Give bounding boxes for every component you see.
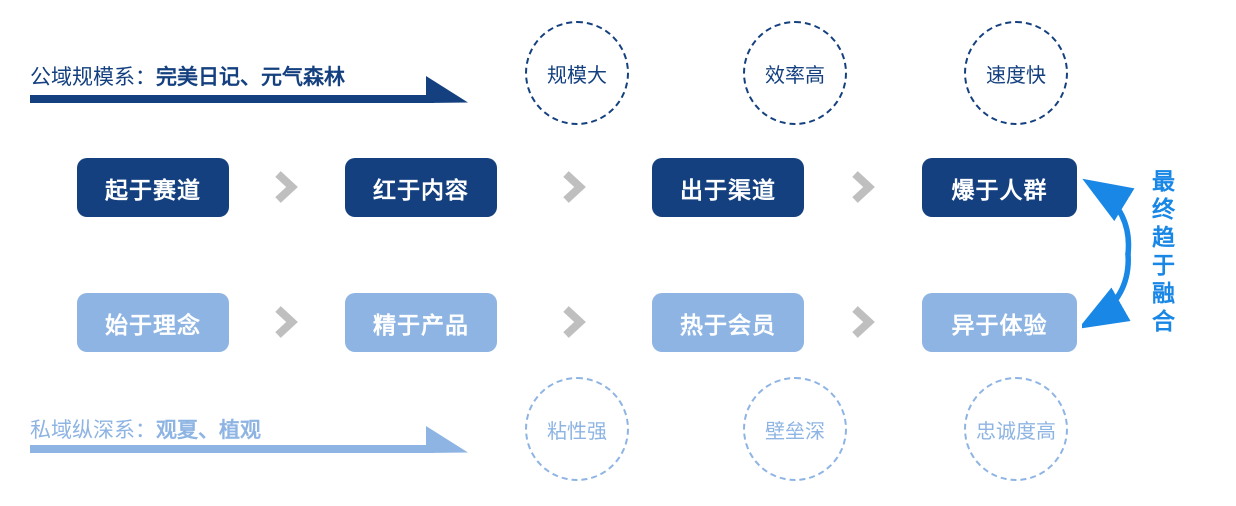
public-track-label: 公域规模系：完美日记、元气森林 bbox=[30, 61, 345, 91]
stage-label: 起于赛道 bbox=[105, 176, 201, 203]
chevron-right-icon bbox=[275, 171, 298, 203]
private-track-label: 私域纵深系：观夏、植观 bbox=[30, 414, 261, 444]
trait-label: 壁垒深 bbox=[765, 420, 825, 443]
trait-label: 粘性强 bbox=[547, 420, 607, 443]
trait-label: 效率高 bbox=[765, 64, 825, 87]
chevron-right-icon bbox=[852, 306, 875, 338]
convergence-note-char: 趋 bbox=[1152, 224, 1175, 250]
convergence-note-char: 最 bbox=[1152, 168, 1175, 194]
private-stage-product: 精于产品 bbox=[345, 293, 497, 352]
trait-circle-barrier: 壁垒深 bbox=[743, 377, 847, 481]
public-stage-content: 红于内容 bbox=[345, 158, 497, 217]
trait-label: 忠诚度高 bbox=[976, 420, 1056, 443]
private-track-label-prefix: 私域纵深系： bbox=[30, 419, 156, 442]
stage-label: 异于体验 bbox=[951, 311, 1048, 338]
public-track-label-prefix: 公域规模系： bbox=[30, 66, 156, 89]
public-track-arrow bbox=[30, 76, 468, 103]
public-stage-crowd: 爆于人群 bbox=[922, 158, 1077, 217]
chevron-right-icon bbox=[852, 171, 875, 203]
convergence-double-arrow-icon bbox=[1082, 178, 1135, 329]
private-track-brands: 观夏、植观 bbox=[156, 419, 261, 442]
stage-label: 出于渠道 bbox=[680, 176, 776, 203]
public-stage-track: 起于赛道 bbox=[77, 158, 229, 217]
trait-circle-loyalty: 忠诚度高 bbox=[964, 377, 1068, 481]
trait-circle-stickiness: 粘性强 bbox=[525, 377, 629, 481]
private-stage-experience: 异于体验 bbox=[922, 293, 1077, 352]
stage-label: 精于产品 bbox=[373, 311, 469, 338]
convergence-note: 最终趋于融合 bbox=[1152, 170, 1175, 333]
chevron-right-icon bbox=[563, 306, 586, 338]
stage-label: 热于会员 bbox=[680, 311, 776, 338]
stage-label: 红于内容 bbox=[373, 176, 469, 203]
convergence-note-char: 于 bbox=[1152, 252, 1175, 278]
private-track-arrow bbox=[30, 426, 468, 453]
private-stage-concept: 始于理念 bbox=[77, 293, 229, 352]
trait-circle-speed: 速度快 bbox=[964, 21, 1068, 125]
trait-label: 规模大 bbox=[547, 64, 607, 87]
trait-circle-efficiency: 效率高 bbox=[743, 21, 847, 125]
chevron-right-icon bbox=[275, 306, 298, 338]
public-track-brands: 完美日记、元气森林 bbox=[156, 66, 345, 89]
chevron-right-icon bbox=[563, 171, 586, 203]
convergence-note-char: 终 bbox=[1152, 196, 1175, 222]
public-stage-channel: 出于渠道 bbox=[652, 158, 804, 217]
convergence-note-char: 合 bbox=[1152, 308, 1175, 334]
stage-label: 爆于人群 bbox=[951, 176, 1048, 203]
convergence-note-char: 融 bbox=[1152, 280, 1175, 306]
private-stage-member: 热于会员 bbox=[652, 293, 804, 352]
trait-circle-scale: 规模大 bbox=[525, 21, 629, 125]
trait-label: 速度快 bbox=[986, 64, 1046, 87]
stage-label: 始于理念 bbox=[105, 311, 201, 338]
